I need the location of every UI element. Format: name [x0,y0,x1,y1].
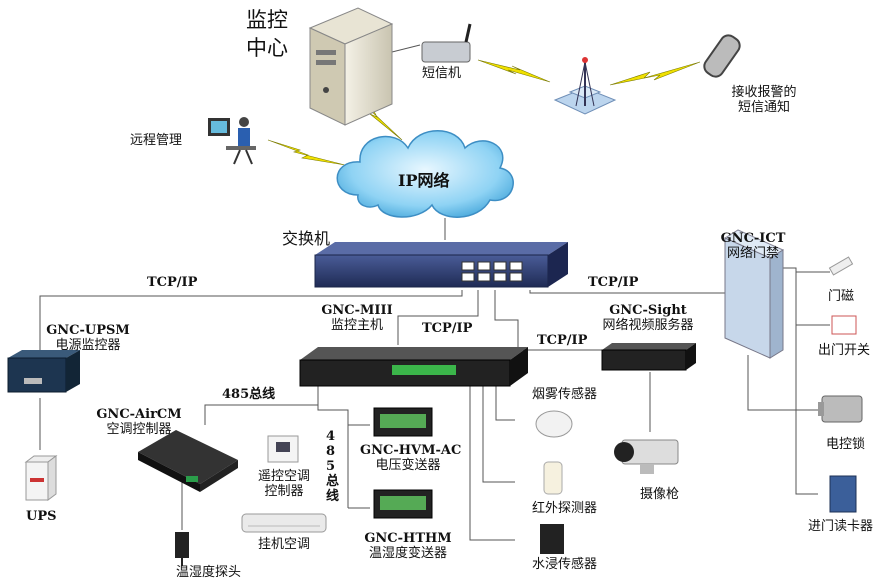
aircm-label: GNC-AirCM 空调控制器 [92,407,186,438]
sms-receive-label: 接收报警的 短信通知 [724,85,804,116]
server-icon [308,7,394,126]
aircm-device-icon [138,430,238,492]
tower-icon [553,57,617,115]
upsm-name: 电源监控器 [55,337,121,353]
sight-label: GNC-Sight 网络视频服务器 [598,303,698,334]
hvm-device-icon [373,407,433,437]
ir-detector-label: 红外探测器 [532,501,598,516]
th-probe-label: 温湿度探头 [176,565,242,580]
exit-switch-label: 出门开关 [818,343,871,358]
bolt-tower-phone [609,61,701,86]
aircm-name: 空调控制器 [106,421,172,437]
electric-lock-icon [818,395,863,423]
electric-lock-label: 电控锁 [826,437,866,452]
door-magnet-label: 门磁 [828,289,855,304]
door-magnet-icon [828,256,854,276]
tcpip-label-ict: TCP/IP [588,275,639,290]
tcpip-label-upsm: TCP/IP [147,275,198,290]
remote-mgmt-label: 远程管理 [130,133,183,148]
connection-lines [39,44,830,541]
hthm-model: GNC-HTHM [364,531,452,546]
ict-panel-icon [723,229,785,359]
ict-name: 网络门禁 [726,245,779,261]
water-sensor-icon [540,524,564,554]
card-reader-label: 进门读卡器 [808,519,874,534]
camera-label: 摄像枪 [640,487,680,502]
exit-switch-icon [831,315,857,335]
upsm-model: GNC-UPSM [46,323,130,338]
center-title-line1: 监控 [246,8,288,32]
remote-user-icon [208,117,256,165]
wall-ac-label: 挂机空调 [258,537,311,552]
bus485-label-h: 485总线 [222,387,276,402]
wireless-bolts [267,59,701,166]
bus485-label-v: 485总线 [326,429,340,504]
sms-modem-label: 短信机 [422,66,462,81]
bolt-modem-tower [477,59,551,83]
sight-name: 网络视频服务器 [602,317,694,333]
hvm-label: GNC-HVM-AC 电压变送器 [360,443,462,474]
switch-label: 交换机 [282,229,331,248]
bolt-remote-cloud [267,139,346,166]
miii-model: GNC-MIII [321,303,393,318]
th-probe-icon [175,532,189,566]
tcpip-label-miii: TCP/IP [422,321,473,336]
hthm-device-icon [373,489,433,519]
ir-detector-icon [543,461,563,495]
hthm-name: 温湿度变送器 [368,545,447,561]
camera-icon [614,439,679,474]
miii-host-icon [299,347,528,387]
ict-label: GNC-ICT 网络门禁 [718,231,788,262]
aircm-model: GNC-AirCM [96,407,182,422]
sight-model: GNC-Sight [609,303,687,318]
upsm-label: GNC-UPSM 电源监控器 [36,323,140,354]
card-reader-icon [829,475,857,513]
miii-label: GNC-MIII 监控主机 [312,303,402,334]
tcpip-label-sight: TCP/IP [537,333,588,348]
smoke-sensor-label: 烟雾传感器 [532,387,598,402]
remote-ac-line1: 遥控空调 [257,469,310,484]
sms-receive-line1: 接收报警的 [731,85,797,100]
wall-ac-icon [241,513,327,533]
ups-icon [24,455,58,501]
ip-network-cloud-icon [336,130,514,218]
sms-modem-icon [421,23,472,63]
hvm-name: 电压变送器 [375,457,441,473]
switch-icon [314,242,568,288]
hthm-label: GNC-HTHM 温湿度变送器 [360,531,456,562]
hvm-model: GNC-HVM-AC [360,443,462,458]
sms-receive-line2: 短信通知 [737,99,790,115]
miii-name: 监控主机 [330,317,383,333]
ict-model: GNC-ICT [720,231,786,246]
ups-label: UPS [26,509,57,524]
center-title-line2: 中心 [246,36,288,60]
remote-ac-label: 遥控空调 控制器 [252,469,316,500]
remote-ac-line2: 控制器 [264,483,304,499]
upsm-device-icon [7,350,80,393]
phone-icon [703,34,741,78]
smoke-sensor-icon [535,410,573,438]
remote-ac-controller-icon [267,435,299,463]
sight-server-icon [601,343,696,371]
ip-network-label: IP网络 [398,171,450,190]
water-sensor-label: 水浸传感器 [532,557,598,572]
